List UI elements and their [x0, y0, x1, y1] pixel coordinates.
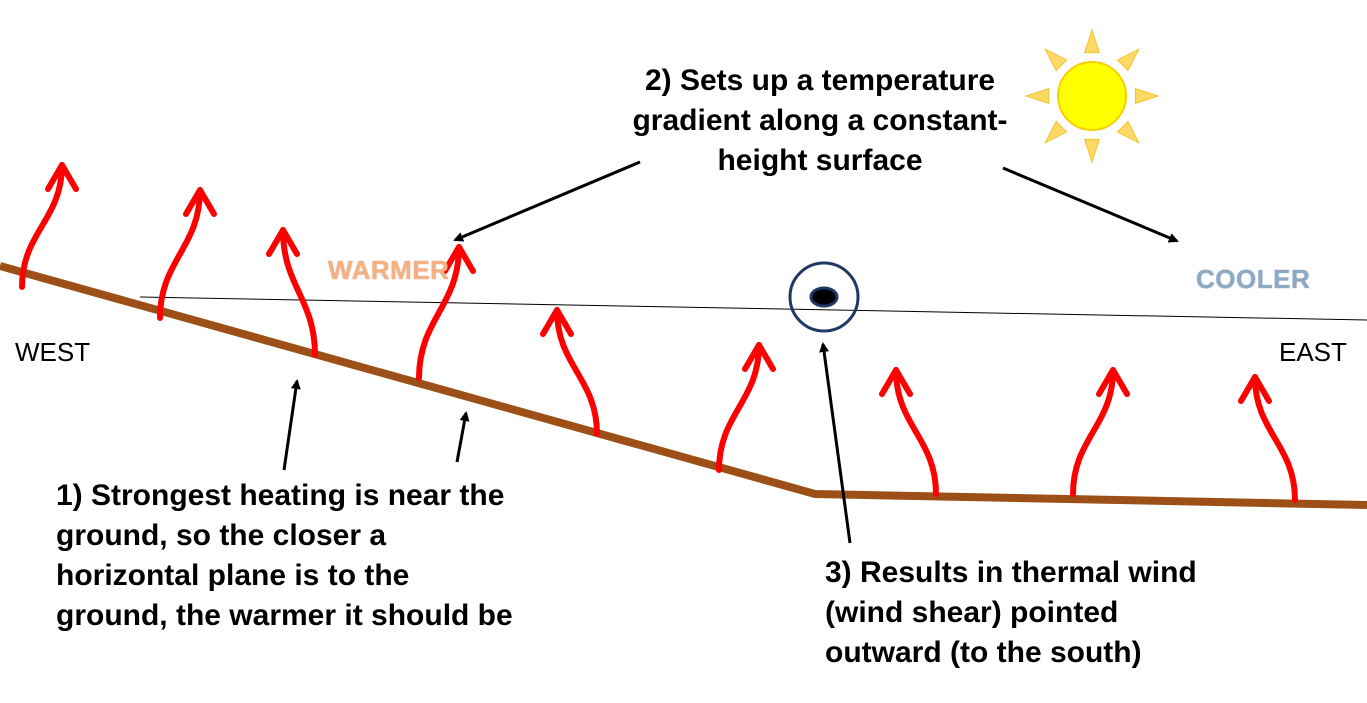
heat-arrow-head	[183, 187, 217, 217]
note-2: 2) Sets up a temperature gradient along …	[600, 61, 1040, 181]
callout-arrow-to-warmer	[453, 160, 641, 242]
note-3-line-2: (wind shear) pointed	[825, 596, 1119, 629]
note-1-line-1: 1) Strongest heating is near the	[56, 479, 505, 512]
note-2-line-2: gradient along a constant-	[632, 104, 1008, 137]
sun-ray	[1116, 120, 1140, 144]
callout-arrow-ground-2	[455, 411, 470, 463]
sun-ray	[1116, 48, 1140, 72]
callout-arrow-to-cooler	[1002, 166, 1179, 243]
rising-heat-arrow-icon	[157, 187, 203, 321]
sun-ray	[1083, 138, 1101, 164]
callout-arrows	[282, 160, 1179, 544]
ground-terrain	[0, 262, 1367, 509]
warmer-label: WARMER	[328, 255, 450, 285]
sun-ray	[1044, 120, 1068, 144]
note-3-line-1: 3) Results in thermal wind	[825, 556, 1197, 589]
callout-arrow-wind	[819, 342, 852, 544]
heat-arrow-head	[45, 162, 79, 192]
rising-heat-arrow-icon	[19, 162, 65, 290]
heat-arrow-head	[742, 342, 776, 372]
note-1-line-2: ground, so the closer a	[56, 519, 387, 552]
west-label: WEST	[15, 337, 91, 367]
rising-heat-arrow-icon	[1070, 367, 1116, 497]
note-2-line-3: height surface	[717, 144, 923, 177]
heat-arrow-head	[540, 307, 574, 337]
heat-arrow-head	[1238, 374, 1272, 404]
heat-arrow-head	[266, 227, 300, 257]
rising-heat-arrow-icon	[893, 367, 939, 497]
note-2-line-1: 2) Sets up a temperature	[644, 64, 996, 97]
heat-arrow-head	[1096, 367, 1130, 397]
callout-arrow-ground-1	[282, 379, 301, 471]
sun-ray	[1024, 87, 1050, 105]
note-3-line-3: outward (to the south)	[825, 636, 1142, 669]
rising-heat-arrow-icon	[416, 244, 462, 381]
rising-heat-arrow-icon	[280, 227, 318, 358]
wind-out-of-page-icon	[788, 261, 860, 333]
sun-ray	[1134, 87, 1160, 105]
sun-ray	[1083, 28, 1101, 54]
cooler-label: COOLER	[1196, 264, 1311, 294]
rising-heat-arrow-icon	[716, 342, 762, 473]
rising-heat-arrow-icon	[554, 307, 600, 437]
note-3: 3) Results in thermal wind (wind shear) …	[825, 553, 1345, 673]
note-1-line-4: ground, the warmer it should be	[56, 599, 513, 632]
heat-arrow-head	[442, 244, 476, 274]
constant-height-line	[139, 296, 1367, 321]
heat-arrows	[19, 162, 1298, 503]
note-1-line-3: horizontal plane is to the	[56, 559, 410, 592]
note-1: 1) Strongest heating is near the ground,…	[56, 476, 616, 636]
rising-heat-arrow-icon	[1252, 374, 1298, 503]
heat-arrow-head	[879, 367, 913, 397]
sun-icon	[1024, 28, 1160, 164]
sun-ray	[1044, 48, 1068, 72]
sun-rays	[1024, 28, 1160, 164]
east-label: EAST	[1279, 337, 1347, 367]
